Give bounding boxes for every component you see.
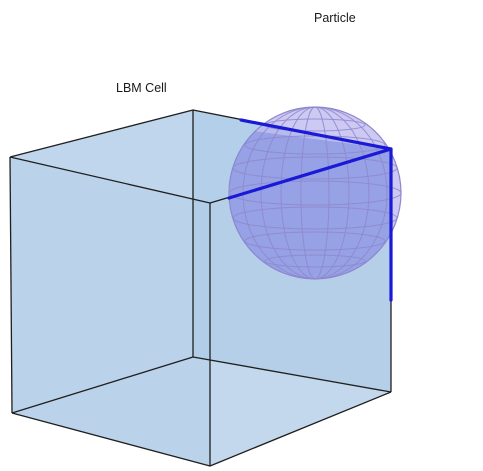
cube-front-face — [10, 157, 210, 466]
lbm-cell-label: LBM Cell — [116, 81, 167, 95]
particle-sphere — [228, 106, 402, 280]
cube-edges — [9, 109, 392, 467]
particle-label: Particle — [314, 11, 356, 25]
intersection-edges — [227, 118, 393, 302]
